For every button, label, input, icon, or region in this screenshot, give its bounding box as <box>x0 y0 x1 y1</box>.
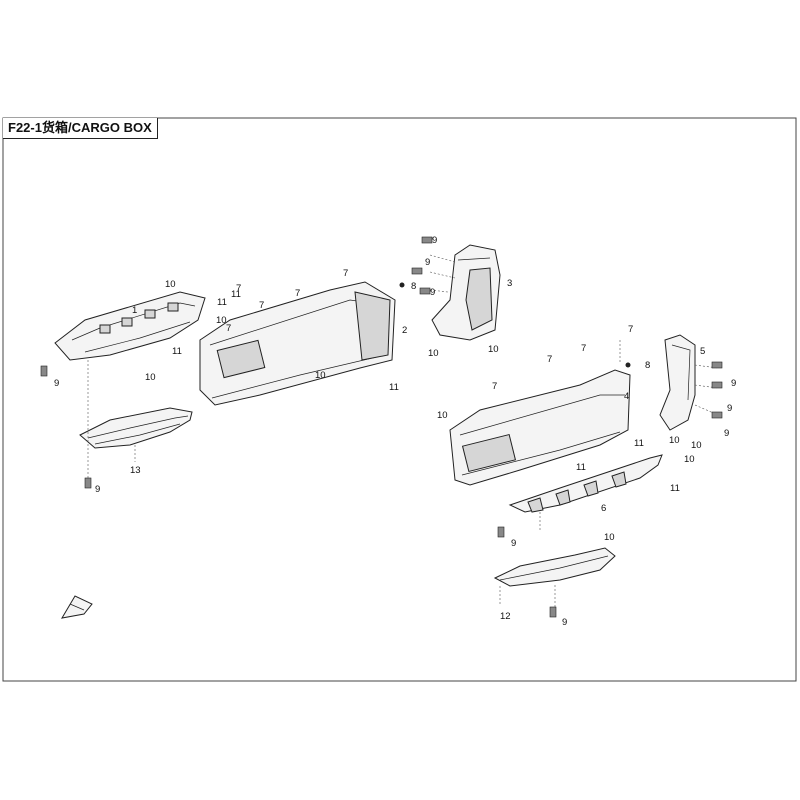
callout-11e: 11 <box>634 438 644 449</box>
callout-8b: 8 <box>645 360 650 371</box>
callout-9a: 9 <box>54 378 59 389</box>
callout-9g: 9 <box>727 403 732 414</box>
part-6-right-lower-panel[interactable] <box>508 454 663 513</box>
callout-7a: 7 <box>343 268 348 279</box>
callout-10b: 10 <box>216 315 227 326</box>
callout-7e: 7 <box>628 324 633 335</box>
callout-11d: 11 <box>389 382 399 393</box>
callout-10i: 10 <box>691 440 702 451</box>
callout-10h: 10 <box>669 435 680 446</box>
callout-2: 2 <box>402 325 407 336</box>
callout-7f: 7 <box>581 343 586 354</box>
callout-9f: 9 <box>731 378 736 389</box>
leader-lines <box>87 254 719 608</box>
callout-12: 12 <box>500 611 511 622</box>
callout-10d: 10 <box>315 370 326 381</box>
direction-arrow-icon <box>61 595 93 619</box>
callout-5: 5 <box>700 346 705 357</box>
callout-11b: 11 <box>231 289 241 300</box>
part-12-right-rail[interactable] <box>493 547 616 587</box>
callout-1: 1 <box>132 305 137 316</box>
callout-7i: 7 <box>236 283 241 294</box>
part-3-corner-post[interactable] <box>431 244 501 341</box>
diagram-border <box>2 117 797 682</box>
callout-9i: 9 <box>511 538 516 549</box>
callout-10j: 10 <box>684 454 695 465</box>
callout-11f: 11 <box>576 462 586 473</box>
callout-labels: 1 2 3 4 5 6 12 13 7 7 7 7 7 7 7 7 7 8 8 … <box>54 235 736 628</box>
callout-13: 13 <box>130 465 141 476</box>
callout-3: 3 <box>507 278 512 289</box>
part-5-right-corner-post[interactable] <box>659 334 696 431</box>
callout-7c: 7 <box>259 300 264 311</box>
callout-7h: 7 <box>492 381 497 392</box>
callout-6: 6 <box>601 503 606 514</box>
part-13-left-rail[interactable] <box>79 407 193 449</box>
callout-10g: 10 <box>437 410 448 421</box>
part-2-left-side-wall[interactable] <box>199 281 396 406</box>
callout-9e: 9 <box>430 287 435 298</box>
fasteners <box>40 236 723 618</box>
callout-9b: 9 <box>95 484 100 495</box>
callout-11c: 11 <box>172 346 182 357</box>
callout-10f: 10 <box>488 344 499 355</box>
callout-8a: 8 <box>411 281 416 292</box>
callout-7d: 7 <box>226 323 231 334</box>
callout-11g: 11 <box>670 483 680 494</box>
callout-11a: 11 <box>217 297 227 308</box>
callout-10k: 10 <box>604 532 615 543</box>
part-4-right-side-wall[interactable] <box>449 369 631 486</box>
diagram-title: F22-1货箱/CARGO BOX <box>3 118 158 139</box>
callout-4: 4 <box>624 391 629 402</box>
callout-10c: 10 <box>145 372 156 383</box>
callout-10a: 10 <box>165 279 176 290</box>
callout-9h: 9 <box>724 428 729 439</box>
callout-7g: 7 <box>547 354 552 365</box>
callout-9j: 9 <box>562 617 567 628</box>
callout-9c: 9 <box>432 235 437 246</box>
callout-7b: 7 <box>295 288 300 299</box>
part-1-left-floor-panel[interactable] <box>54 291 206 361</box>
callout-9d: 9 <box>425 257 430 268</box>
callout-10e: 10 <box>428 348 439 359</box>
